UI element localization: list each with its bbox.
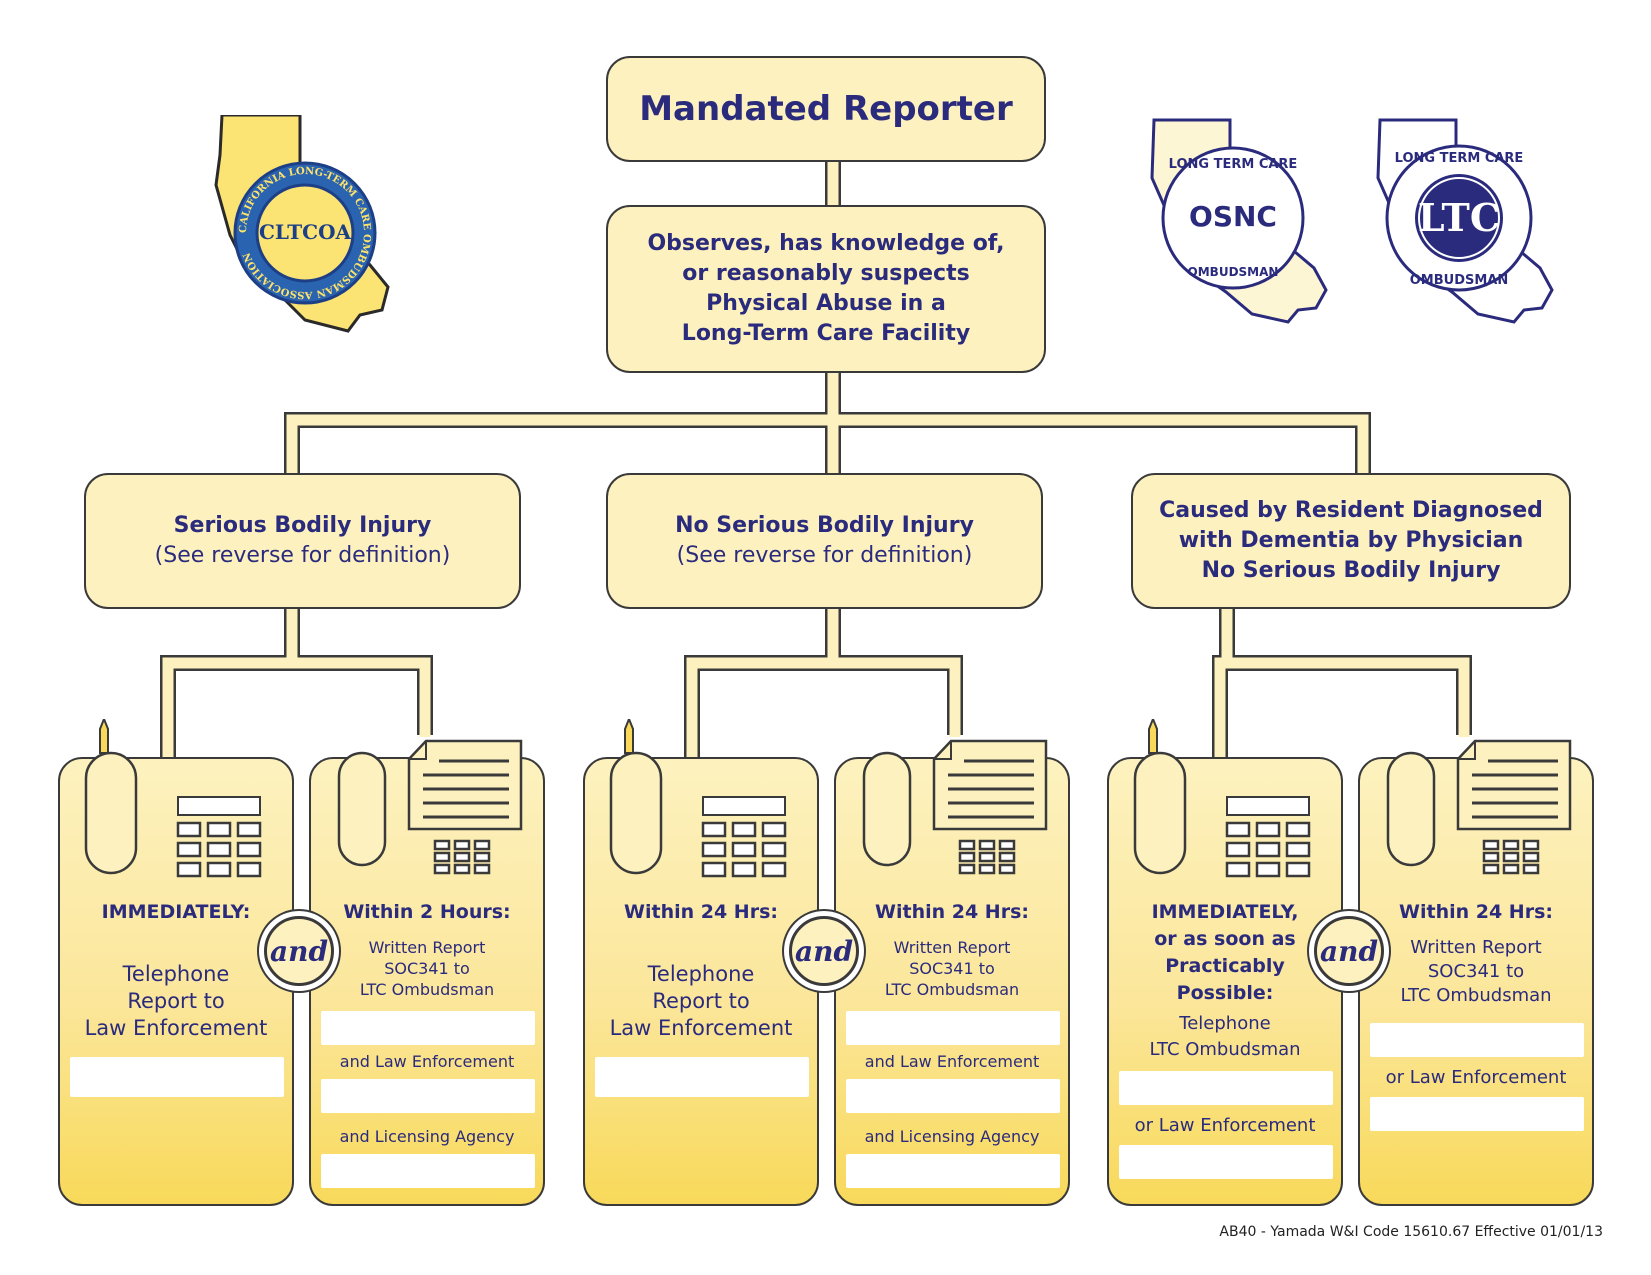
fax-card-c2: Within 24 Hrs: Written Report SOC341 to … [834,739,1070,1206]
fax-icon [862,739,1048,875]
timing-heading: Possible: [1176,982,1274,1004]
action-text: and Licensing Agency [864,1127,1040,1146]
phone-number-field[interactable] [70,1057,284,1097]
action-text: Telephone [122,962,230,986]
action-text: Telephone [647,962,755,986]
timing-heading: Within 24 Hrs: [875,901,1029,923]
timing-heading: Within 24 Hrs: [1399,901,1553,923]
observes-box: Observes, has knowledge of, or reasonabl… [606,205,1046,373]
fax-icon [1386,739,1572,875]
ltc-center-text: LTC [1418,195,1500,240]
action-text: LTC Ombudsman [1149,1039,1301,1060]
timing-heading: IMMEDIATELY, [1151,901,1299,923]
category-subtext: (See reverse for definition) [154,543,451,568]
ombudsman-field[interactable] [1119,1071,1333,1105]
action-text: and Licensing Agency [339,1127,515,1146]
action-text: Written Report [1410,937,1542,958]
page-title: Mandated Reporter [639,89,1013,129]
action-text: and Law Enforcement [339,1052,515,1071]
timing-heading: Within 24 Hrs: [624,901,778,923]
ltc-top-text: LONG TERM CARE [1395,151,1524,166]
category-heading: No Serious Bodily Injury [1201,558,1501,583]
category-no-serious-injury: No Serious Bodily Injury (See reverse fo… [606,473,1043,609]
action-text: LTC Ombudsman [1400,985,1552,1006]
law-enforcement-field[interactable] [846,1079,1060,1113]
osnc-center-text: OSNC [1189,200,1277,233]
phone-number-field[interactable] [595,1057,809,1097]
fax-card-c3: Within 24 Hrs: Written Report SOC341 to … [1358,739,1594,1206]
osnc-bottom-text: OMBUDSMAN [1188,265,1279,279]
action-text: Law Enforcement [609,1016,793,1040]
action-text: SOC341 to [909,959,995,978]
timing-heading: or as soon as [1154,928,1296,950]
osnc-logo: LONG TERM CARE OSNC OMBUDSMAN [1150,118,1328,324]
ombudsman-field[interactable] [846,1011,1060,1045]
action-text: Telephone [1179,1013,1271,1034]
law-enforcement-field[interactable] [1370,1097,1584,1131]
phone-card-c3: IMMEDIATELY, or as soon as Practicably P… [1107,719,1343,1206]
licensing-agency-field[interactable] [321,1154,535,1188]
category-heading: Caused by Resident Diagnosed [1159,498,1543,523]
osnc-top-text: LONG TERM CARE [1169,157,1298,172]
ltc-bottom-text: OMBUDSMAN [1410,273,1508,288]
action-text: and Law Enforcement [864,1052,1040,1071]
category-heading: with Dementia by Physician [1178,528,1524,553]
licensing-agency-field[interactable] [846,1154,1060,1188]
action-text: SOC341 to [384,959,470,978]
action-text: Written Report [893,938,1011,957]
phone-card-c1: IMMEDIATELY: Telephone Report to Law Enf… [58,719,294,1206]
category-dementia: Caused by Resident Diagnosed with Dement… [1131,473,1571,609]
timing-heading: Within 2 Hours: [343,901,511,923]
phone-card-c2: Within 24 Hrs: Telephone Report to Law E… [583,719,819,1206]
ombudsman-field[interactable] [321,1011,535,1045]
fax-card-c1: Within 2 Hours: Written Report SOC341 to… [309,739,545,1206]
observes-line: Long-Term Care Facility [681,321,971,346]
footer-citation: AB40 - Yamada W&I Code 15610.67 Effectiv… [1219,1224,1603,1240]
category-heading: No Serious Bodily Injury [675,513,974,538]
timing-heading: IMMEDIATELY: [101,901,251,923]
ombudsman-field[interactable] [1370,1023,1584,1057]
cltcoa-logo: CALIFORNIA LONG-TERM CARE OMBUDSMAN ASSO… [214,115,390,333]
law-enforcement-field[interactable] [1119,1145,1333,1179]
and-badge: and [264,916,334,986]
title-box: Mandated Reporter [606,56,1046,162]
action-text: or Law Enforcement [1385,1067,1567,1088]
and-badge: and [1314,916,1384,986]
timing-heading: Practicably [1165,955,1285,977]
action-text: Report to [127,989,225,1013]
action-text: Law Enforcement [84,1016,268,1040]
action-text: SOC341 to [1427,961,1525,982]
fax-icon [337,739,523,875]
observes-line: Physical Abuse in a [706,291,946,316]
action-text: Report to [652,989,750,1013]
category-heading: Serious Bodily Injury [173,513,432,538]
action-text: LTC Ombudsman [884,980,1020,999]
telephone-icon [609,719,787,878]
law-enforcement-field[interactable] [321,1079,535,1113]
action-text: or Law Enforcement [1134,1115,1316,1136]
action-text: Written Report [368,938,486,957]
cltcoa-center-text: CLTCOA [259,220,352,244]
observes-line: Observes, has knowledge of, [647,231,1005,256]
telephone-icon [1133,719,1311,878]
telephone-icon [84,719,262,878]
and-badge: and [789,916,859,986]
category-subtext: (See reverse for definition) [676,543,973,568]
action-text: LTC Ombudsman [359,980,495,999]
ltc-logo: LONG TERM CARE LTC OMBUDSMAN [1376,118,1554,324]
observes-line: or reasonably suspects [682,261,970,286]
category-serious-injury: Serious Bodily Injury (See reverse for d… [84,473,521,609]
